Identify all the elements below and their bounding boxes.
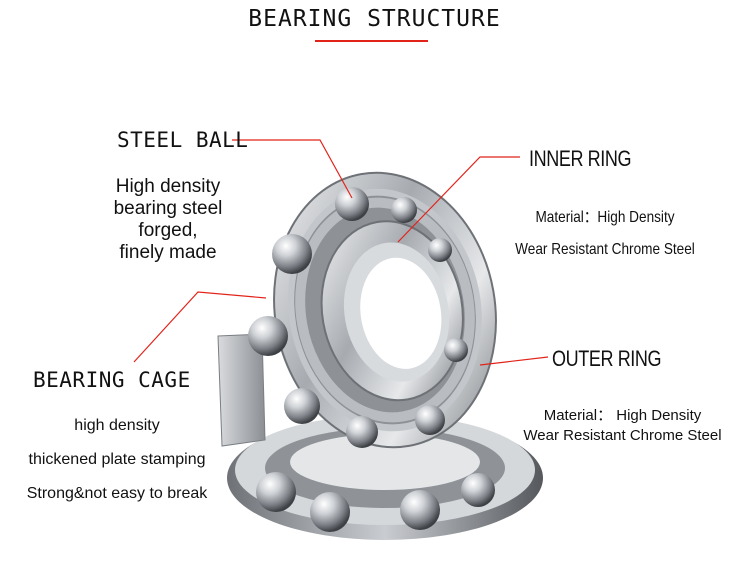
steel-ball bbox=[444, 338, 468, 362]
inner-ring-material: Material：High Density bbox=[535, 209, 675, 226]
bearing-cage-line: Strong&not easy to break bbox=[26, 485, 208, 502]
steel-ball bbox=[400, 490, 440, 530]
steel-ball bbox=[415, 405, 445, 435]
outer-ring-heading: OUTER RING bbox=[552, 346, 662, 371]
steel-ball-line: finely made bbox=[119, 242, 217, 263]
outer-ring-material: Material： High Density bbox=[543, 407, 702, 424]
steel-ball bbox=[256, 472, 296, 512]
bearing-cage-heading: BEARING CAGE bbox=[33, 368, 191, 392]
title-underline bbox=[315, 40, 428, 42]
steel-ball bbox=[346, 416, 378, 448]
steel-ball-line: bearing steel bbox=[113, 198, 223, 219]
bearing-cage-line: high density bbox=[74, 417, 160, 434]
steel-ball bbox=[272, 234, 312, 274]
lower-bearing bbox=[227, 415, 543, 540]
steel-ball bbox=[335, 187, 369, 221]
bearing-cage-leader bbox=[133, 291, 267, 363]
steel-ball-line: High density bbox=[115, 176, 221, 197]
page-title: BEARING STRUCTURE bbox=[248, 6, 501, 32]
steel-ball-line: forged, bbox=[138, 220, 198, 241]
steel-ball bbox=[310, 492, 350, 532]
steel-ball-leader bbox=[232, 139, 353, 199]
outer-ring-steel: Wear Resistant Chrome Steel bbox=[523, 427, 722, 444]
inner-ring-heading: INNER RING bbox=[529, 146, 632, 171]
steel-ball bbox=[428, 238, 452, 262]
bearing-cage-line: thickened plate stamping bbox=[28, 451, 206, 468]
inner-ring-steel: Wear Resistant Chrome Steel bbox=[515, 241, 695, 258]
steel-ball bbox=[391, 197, 417, 223]
steel-ball bbox=[461, 473, 495, 507]
steel-ball bbox=[248, 316, 288, 356]
inner-ring-leader bbox=[397, 156, 520, 243]
outer-ring-description: Material： High Density Wear Resistant Ch… bbox=[500, 406, 745, 446]
steel-ball bbox=[284, 388, 320, 424]
bearing-cage-description: high density thickened plate stamping St… bbox=[2, 409, 232, 511]
outer-ring-leader bbox=[479, 356, 549, 366]
steel-ball-heading: STEEL BALL bbox=[117, 128, 249, 152]
cage-fragment bbox=[217, 333, 266, 447]
steel-ball-description: High density bearing steel forged, finel… bbox=[78, 176, 258, 264]
